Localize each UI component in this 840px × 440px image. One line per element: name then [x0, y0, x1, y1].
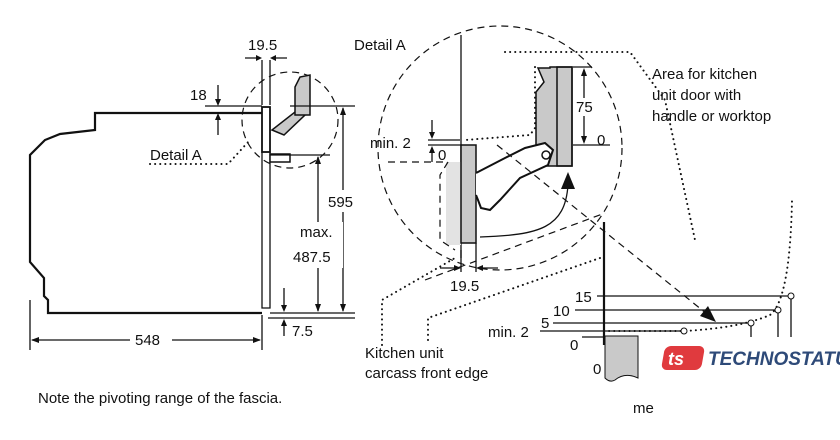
oven-handle: [269, 153, 291, 163]
scale-min2: min. 2: [488, 324, 529, 341]
cut-text: me: [633, 400, 654, 417]
logo-mark: ts: [668, 349, 684, 369]
scale-10: 10: [553, 303, 570, 320]
small-door-panel: [294, 74, 311, 116]
pivot-arrow: [479, 184, 569, 238]
dim-max: max.: [300, 224, 333, 241]
oven-body-outline: [28, 111, 262, 315]
dim-19-5-top: 19.5: [248, 37, 277, 54]
area-label-line3: handle or worktop: [652, 108, 771, 125]
scale-0b: 0: [593, 361, 601, 378]
detail-a-title: Detail A: [354, 37, 406, 54]
dim-0-right: 0: [597, 132, 605, 149]
carcass-label-line1: Kitchen unit: [365, 345, 444, 362]
hinge-arm: [475, 141, 555, 212]
scale-0: 0: [570, 337, 578, 354]
dim-19-5-detail: 19.5: [450, 278, 479, 295]
dim-18: 18: [190, 87, 207, 104]
detail-a-circle-large: [377, 25, 623, 271]
dim-min2-detail: min. 2: [370, 135, 411, 152]
area-label-line1: Area for kitchen: [652, 66, 757, 83]
logo-text: TECHNOSTATUS: [708, 349, 840, 370]
area-label-line2: unit door with: [652, 87, 741, 104]
scale-15: 15: [575, 289, 592, 306]
oven-door: [261, 152, 271, 309]
carcass-label-line2: carcass front edge: [365, 365, 488, 382]
oven-fascia: [261, 106, 271, 153]
dim-595: 595: [328, 194, 353, 211]
detail-a-circle-small: [241, 71, 339, 169]
dim-548: 548: [135, 332, 160, 349]
fascia-panel: [460, 144, 477, 244]
scale-5: 5: [541, 315, 549, 332]
dim-75: 75: [576, 99, 593, 116]
detail-a-leader: [149, 139, 251, 165]
dim-0-detail: 0: [438, 147, 446, 164]
dim-7-5: 7.5: [292, 323, 313, 340]
technostatus-logo: ts TECHNOSTATUS: [661, 346, 840, 370]
detail-a-label-left: Detail A: [150, 147, 202, 164]
note-text: Note the pivoting range of the fascia.: [38, 390, 282, 407]
dim-487-5: 487.5: [293, 249, 331, 266]
